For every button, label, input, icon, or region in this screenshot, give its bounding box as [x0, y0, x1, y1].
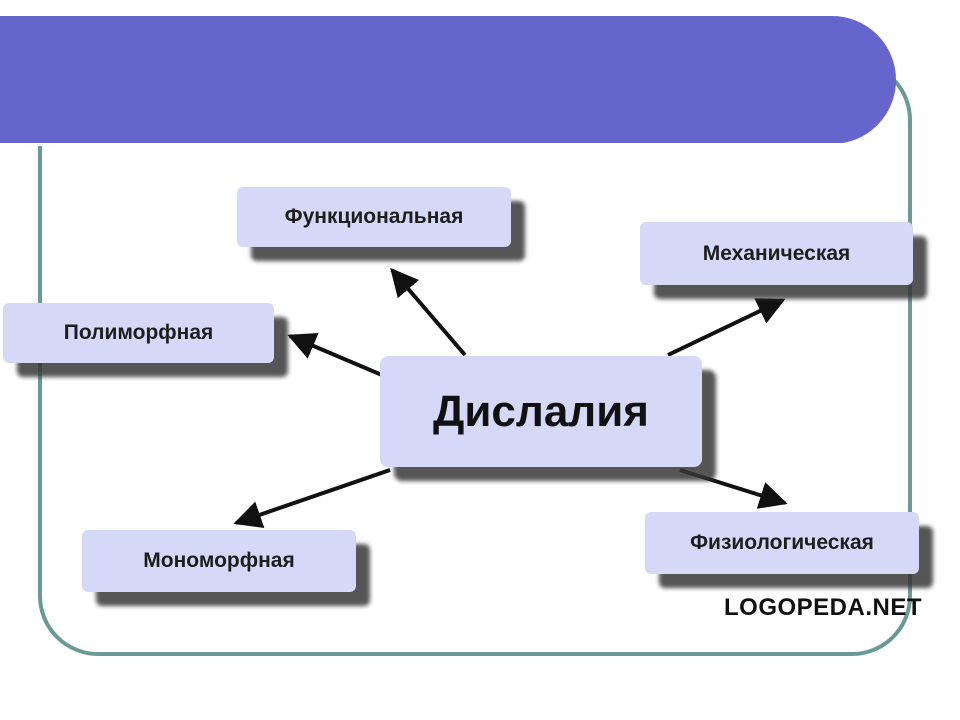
node-mechanical: Механическая — [640, 222, 913, 285]
node-functional: Функциональная — [237, 187, 511, 247]
arrow-to-mechanical — [667, 298, 786, 357]
arrow-to-physiological — [679, 468, 788, 509]
banner-underline — [0, 143, 848, 146]
node-physiological: Физиологическая — [645, 512, 919, 574]
arrow-to-functional — [390, 267, 467, 357]
watermark-text: LOGOPEDA.NET — [724, 594, 923, 621]
arrow-to-polymorphic — [287, 332, 383, 377]
title-banner — [0, 16, 896, 146]
node-center-dyslalia: Дислалия — [380, 356, 702, 467]
node-monomorphic: Мономорфная — [82, 530, 356, 592]
node-polymorphic: Полиморфная — [3, 303, 274, 363]
arrow-to-monomorphic — [233, 468, 391, 529]
